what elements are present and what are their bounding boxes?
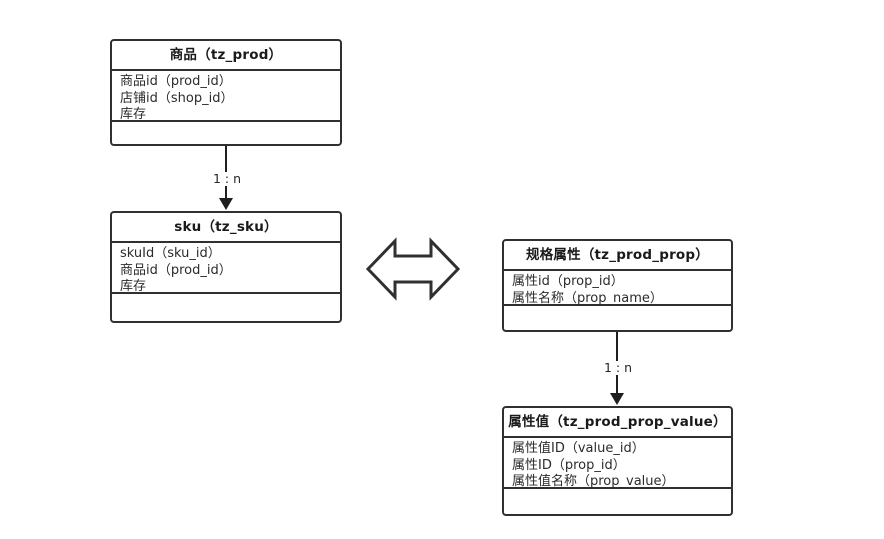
attribute-row: 商品id（prod_id） [120, 262, 232, 278]
entity-box-prod[interactable]: 商品（tz_prod） 商品id（prod_id） 店铺id（shop_id） … [110, 39, 342, 146]
attribute-row: 属性值ID（value_id） [512, 441, 645, 456]
attribute-row: 库存 [120, 279, 147, 294]
entity-title-prod: 商品（tz_prod） [112, 41, 340, 71]
entity-box-prod-prop-value[interactable]: 属性值（tz_prod_prop_value） 属性值ID（value_id） … [502, 406, 733, 516]
attribute-row: 商品id（prod_id） [120, 74, 232, 89]
entity-title-prod-prop: 规格属性（tz_prod_prop） [504, 241, 731, 271]
attribute-row: 属性id（prop_id） [512, 274, 624, 289]
connector-label-prop-propvalue: 1 : n [602, 360, 635, 375]
entity-methods-sku [112, 294, 340, 321]
entity-methods-prod-prop [504, 306, 731, 330]
arrowhead-down-icon [610, 393, 624, 405]
entity-title-prod-prop-value: 属性值（tz_prod_prop_value） [504, 408, 731, 438]
attribute-row: skuId（sku_id） [120, 246, 221, 261]
entity-box-prod-prop[interactable]: 规格属性（tz_prod_prop） 属性id（prop_id） 属性名称（pr… [502, 239, 733, 332]
entity-attributes-prod-prop-value: 属性值ID（value_id） 属性ID（prop_id） 属性值名称（prop… [504, 438, 731, 489]
connector-label-prod-sku: 1 : n [211, 171, 244, 186]
attribute-row: 属性名称（prop_name） [512, 290, 663, 306]
arrowhead-down-icon [219, 198, 233, 210]
entity-methods-prod [112, 122, 340, 144]
entity-box-sku[interactable]: sku（tz_sku） skuId（sku_id） 商品id（prod_id） … [110, 211, 342, 323]
attribute-row: 店铺id（shop_id） [120, 90, 234, 106]
entity-attributes-prod: 商品id（prod_id） 店铺id（shop_id） 库存 [112, 71, 340, 122]
attribute-row: 库存 [120, 107, 147, 122]
entity-attributes-sku: skuId（sku_id） 商品id（prod_id） 库存 [112, 243, 340, 294]
double-headed-arrow-icon [366, 236, 460, 302]
entity-attributes-prod-prop: 属性id（prop_id） 属性名称（prop_name） [504, 271, 731, 306]
attribute-row: 属性ID（prop_id） [512, 457, 626, 473]
entity-methods-prod-prop-value [504, 489, 731, 514]
attribute-row: 属性值名称（prop_value） [512, 474, 675, 489]
entity-title-sku: sku（tz_sku） [112, 213, 340, 243]
